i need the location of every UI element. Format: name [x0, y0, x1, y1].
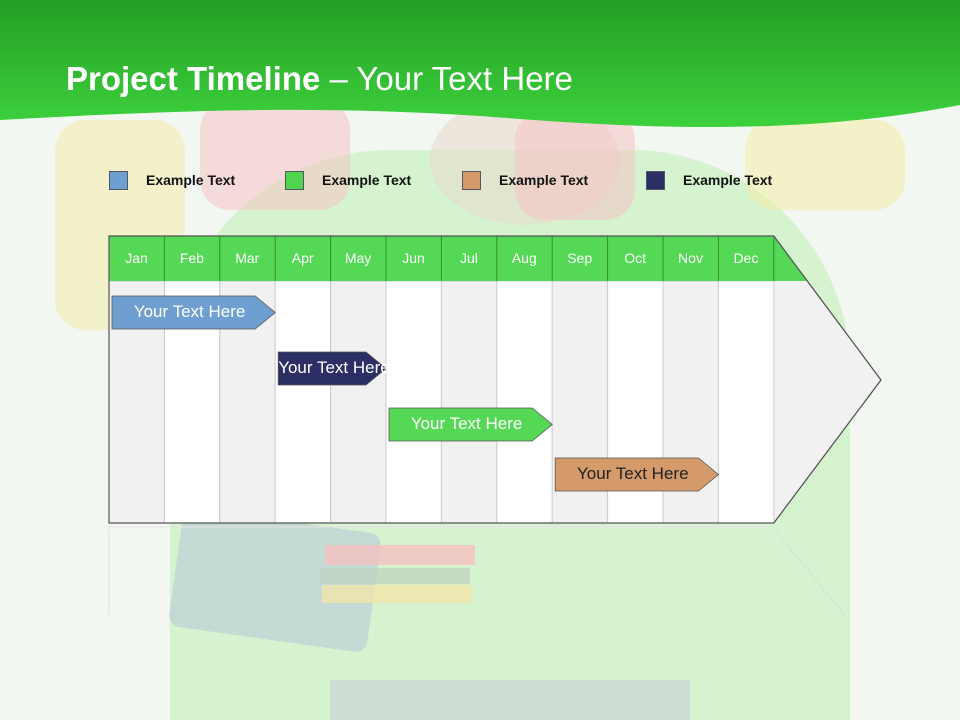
title-bold: Project Timeline — [66, 60, 321, 97]
task-bar — [111, 295, 276, 330]
month-label: Jan — [125, 250, 148, 266]
month-column — [274, 280, 332, 524]
background-red-shape-2 — [515, 110, 635, 220]
month-label: Nov — [678, 250, 703, 266]
page-title: Project Timeline – Your Text Here — [66, 60, 573, 98]
legend-label: Example Text — [499, 172, 589, 188]
task-bar — [277, 351, 387, 386]
month-label: Feb — [179, 250, 204, 266]
month-column — [496, 280, 553, 524]
legend-label: Example Text — [683, 172, 773, 188]
title-rest: – Your Text Here — [320, 60, 573, 97]
legend-label: Example Text — [322, 172, 412, 188]
background-clothespin — [322, 585, 472, 603]
month-column — [385, 280, 442, 524]
month-label: Jun — [402, 250, 425, 266]
task-label: Your Text Here — [133, 302, 246, 321]
task-label: Your Text Here — [278, 358, 390, 377]
background-clothespin — [320, 568, 470, 584]
legend-swatch — [646, 171, 665, 190]
month-label: Dec — [733, 250, 759, 266]
month-label: May — [344, 250, 372, 266]
month-label: Sep — [567, 250, 593, 266]
header-banner — [0, 0, 960, 128]
month-label: Mar — [235, 250, 260, 266]
task-label: Your Text Here — [577, 464, 689, 483]
month-column — [440, 280, 498, 524]
legend-swatch — [285, 171, 304, 190]
month-label: Jul — [459, 250, 478, 266]
legend-swatch — [462, 171, 481, 190]
month-column — [717, 280, 775, 524]
legend-label: Example Text — [146, 172, 236, 188]
reflection-line — [773, 528, 846, 616]
arrow-outline — [108, 235, 882, 524]
month-label: Oct — [624, 250, 646, 266]
background-jeans — [330, 680, 690, 720]
task-bar — [554, 457, 720, 492]
month-column — [330, 280, 387, 524]
month-label: Apr — [291, 250, 314, 266]
month-label: Aug — [511, 250, 537, 266]
background-red-shape — [200, 100, 350, 210]
background-clothespin — [325, 545, 475, 565]
task-label: Your Text Here — [410, 414, 523, 433]
background-right-sleeve — [745, 120, 905, 210]
legend-swatch — [109, 171, 128, 190]
task-bar — [388, 407, 553, 442]
